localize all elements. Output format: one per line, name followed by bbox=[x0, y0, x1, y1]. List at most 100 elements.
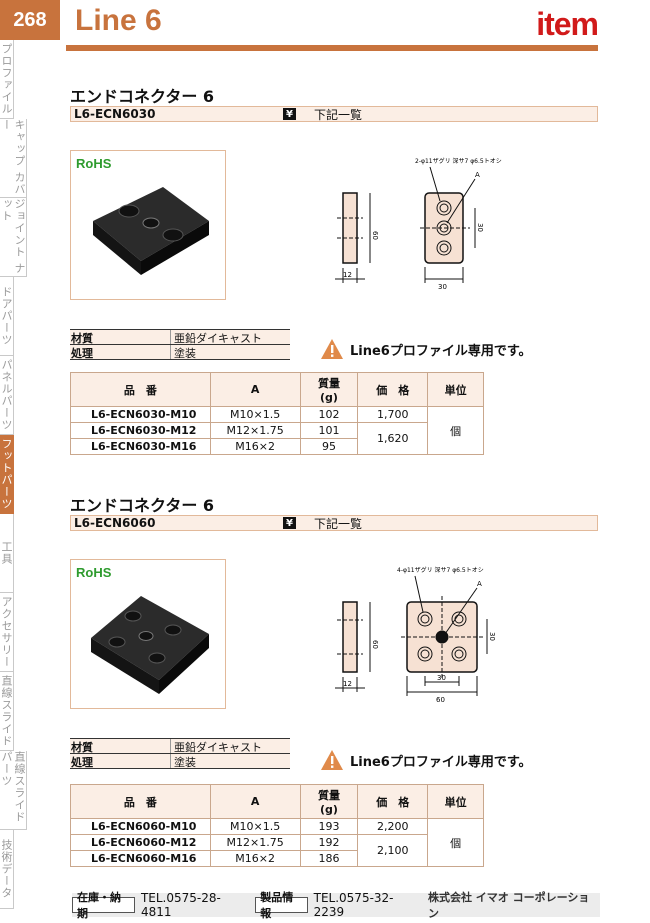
cell-price: 2,100 bbox=[357, 834, 429, 867]
cell-model: L6-ECN6060-M16 bbox=[70, 850, 211, 867]
cell-a: M10×1.5 bbox=[209, 406, 301, 423]
cell-unit: 個 bbox=[427, 406, 484, 455]
product-photo: RoHS bbox=[70, 150, 226, 300]
page-number: 268 bbox=[0, 0, 60, 40]
warning: Line6プロファイル専用です。 bbox=[320, 749, 532, 771]
spec-value: 亜鉛ダイキャスト bbox=[170, 330, 290, 345]
yen-icon: ¥ bbox=[283, 108, 296, 120]
cell-model: L6-ECN6060-M12 bbox=[70, 834, 211, 851]
dim-thickness: 12 bbox=[343, 271, 352, 279]
rohs-mark: RoHS bbox=[76, 156, 112, 171]
cell-mass: 102 bbox=[299, 406, 359, 423]
category-tabs: プロファイル キャップ カバー ジョイント ナット ドアパーツ パネルパーツ フ… bbox=[0, 40, 50, 909]
table-row: L6-ECN6030-M16 M16×2 95 bbox=[70, 438, 484, 455]
th-price: 価 格 bbox=[357, 372, 429, 407]
warning-icon bbox=[321, 339, 343, 359]
dim-height: 60 bbox=[371, 640, 379, 649]
stock-label: 在庫・納期 bbox=[72, 891, 135, 920]
tab-joint-nut[interactable]: ジョイント ナット bbox=[0, 198, 27, 277]
th-mass: 質量 (g) bbox=[299, 784, 359, 819]
spec-key: 処理 bbox=[71, 347, 93, 360]
tab-door-parts[interactable]: ドアパーツ bbox=[0, 277, 14, 356]
spec-key: 処理 bbox=[71, 756, 93, 769]
spec-value: 亜鉛ダイキャスト bbox=[170, 739, 290, 754]
th-unit: 単位 bbox=[427, 784, 484, 819]
model-code: L6-ECN6060 bbox=[74, 516, 156, 530]
info-tel[interactable]: TEL.0575-32-2239 bbox=[313, 891, 394, 919]
th-a: A bbox=[209, 372, 301, 407]
table-row: L6-ECN6030-M10 M10×1.5 102 1,700 個 bbox=[70, 406, 484, 455]
th-unit: 単位 bbox=[427, 372, 484, 407]
spec-key: 材質 bbox=[71, 741, 93, 754]
product-section-ecn6030: エンドコネクター 6 L6-ECN6030 ¥ 下記一覧 RoHS 60 12 bbox=[70, 83, 598, 463]
tab-profile[interactable]: プロファイル bbox=[0, 40, 14, 119]
spec-row: 処理 塗装 bbox=[70, 754, 290, 769]
spec-row: 材質 亜鉛ダイキャスト bbox=[70, 739, 290, 754]
footer: 在庫・納期 TEL.0575-28-4811 製品情報 TEL.0575-32-… bbox=[72, 891, 600, 920]
dim-width: 30 bbox=[438, 283, 447, 291]
warning-icon bbox=[321, 750, 343, 770]
table-row: L6-ECN6060-M16 M16×2 186 bbox=[70, 850, 484, 867]
connector-image bbox=[91, 596, 209, 694]
section-title: エンドコネクター 6 bbox=[70, 496, 215, 515]
parts-table: 品 番 A 質量 (g) 価 格 単位 L6-ECN6060-M10 M10×1… bbox=[70, 784, 484, 867]
cell-a: M12×1.75 bbox=[209, 834, 301, 851]
cell-a: M16×2 bbox=[209, 438, 301, 455]
dim-pitch: 30 bbox=[437, 674, 446, 682]
spec-key: 材質 bbox=[71, 332, 93, 345]
spec-value: 塗装 bbox=[170, 754, 290, 769]
table-row: L6-ECN6060-M10 M10×1.5 193 2,200 個 bbox=[70, 818, 484, 867]
model-bar: L6-ECN6060 ¥ 下記一覧 bbox=[70, 515, 598, 531]
cell-mass: 193 bbox=[299, 818, 359, 835]
section-title: エンドコネクター 6 bbox=[70, 87, 215, 106]
tab-foot-parts[interactable]: フットパーツ bbox=[0, 435, 14, 514]
dim-pitch-v: 30 bbox=[488, 632, 496, 641]
table-row: L6-ECN6030-M12 M12×1.75 101 1,620 bbox=[70, 422, 484, 455]
header-rule bbox=[66, 45, 598, 51]
technical-drawing: 60 12 30 30 60 4-φ11ザグリ 深サ7 φ6.5トオシ A bbox=[335, 566, 496, 704]
yen-icon: ¥ bbox=[283, 517, 296, 529]
spec-value: 塗装 bbox=[170, 345, 290, 360]
tab-accessories[interactable]: アクセサリー bbox=[0, 593, 14, 672]
cell-price: 2,200 bbox=[357, 818, 429, 835]
th-a: A bbox=[209, 784, 301, 819]
tab-linear-slide-parts[interactable]: 直線スライド パーツ bbox=[0, 751, 27, 830]
cell-model: L6-ECN6030-M12 bbox=[70, 422, 211, 439]
stock-tel[interactable]: TEL.0575-28-4811 bbox=[140, 891, 221, 919]
hole-note: 4-φ11ザグリ 深サ7 φ6.5トオシ bbox=[397, 566, 484, 574]
product-photo: RoHS bbox=[70, 559, 226, 709]
cell-a: M16×2 bbox=[209, 850, 301, 867]
tab-panel-parts[interactable]: パネルパーツ bbox=[0, 356, 14, 435]
cell-mass: 95 bbox=[299, 438, 359, 455]
dim-thickness: 12 bbox=[343, 680, 352, 688]
page-title: Line 6 bbox=[75, 4, 162, 37]
cell-price: 1,620 bbox=[357, 422, 429, 455]
warning: Line6プロファイル専用です。 bbox=[320, 338, 532, 360]
hole-note: 2-φ11ザグリ 深サ7 φ6.5トオシ bbox=[415, 157, 502, 165]
dim-height: 60 bbox=[371, 231, 379, 240]
company-name: 株式会社 イマオ コーポレーション bbox=[427, 891, 590, 920]
tab-technical-data[interactable]: 技術データ bbox=[0, 830, 14, 909]
dim-width: 60 bbox=[436, 696, 445, 704]
tab-cap-cover[interactable]: キャップ カバー bbox=[0, 119, 27, 198]
cell-mass: 101 bbox=[299, 422, 359, 439]
technical-drawing: 60 12 30 30 2-φ11ザグリ 深サ7 φ6.5トオシ A bbox=[335, 157, 502, 291]
tab-tools[interactable]: 工具 bbox=[0, 514, 14, 593]
brand-logo: item bbox=[536, 6, 599, 42]
cell-mass: 186 bbox=[299, 850, 359, 867]
dim-pitch: 30 bbox=[476, 223, 484, 232]
th-price: 価 格 bbox=[357, 784, 429, 819]
table-row: L6-ECN6060-M12 M12×1.75 192 2,100 bbox=[70, 834, 484, 867]
cell-a: M10×1.5 bbox=[209, 818, 301, 835]
cell-mass: 192 bbox=[299, 834, 359, 851]
info-label: 製品情報 bbox=[255, 891, 308, 920]
tab-linear-slide[interactable]: 直線スライド bbox=[0, 672, 14, 751]
model-code: L6-ECN6030 bbox=[74, 107, 156, 121]
warning-text: Line6プロファイル専用です。 bbox=[350, 343, 532, 359]
price-note: 下記一覧 bbox=[314, 107, 363, 122]
spec-table: 材質 亜鉛ダイキャスト 処理 塗装 bbox=[70, 738, 290, 769]
th-model: 品 番 bbox=[70, 784, 211, 819]
cell-model: L6-ECN6030-M10 bbox=[70, 406, 211, 423]
price-note: 下記一覧 bbox=[314, 516, 363, 531]
rohs-mark: RoHS bbox=[76, 565, 112, 580]
